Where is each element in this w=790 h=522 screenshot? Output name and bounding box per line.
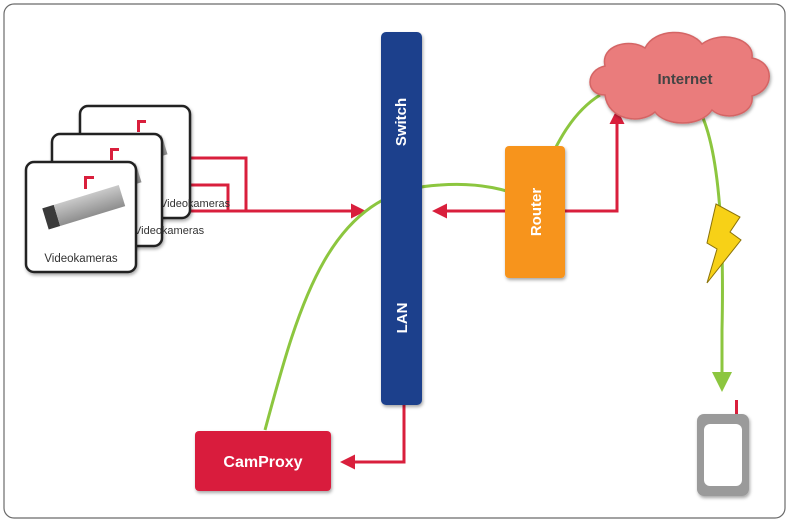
router-to-internet-arrow [565, 109, 625, 213]
router-label: Router [528, 188, 545, 236]
router-box [505, 146, 565, 278]
video-camera-icon [42, 185, 126, 230]
internet-label: Internet [657, 71, 712, 88]
camera-label-back: Videokameras [160, 198, 231, 210]
mobile-phone-icon [697, 400, 749, 496]
lightning-icon [706, 203, 742, 284]
switch-to-camproxy-arrow [340, 405, 406, 470]
phone-arrowhead [712, 372, 732, 392]
lan-label: LAN [394, 303, 411, 334]
camera-label-middle: Videokameras [134, 225, 205, 237]
camera-label-front: Videokameras [44, 253, 118, 265]
camera-card-front: Videokameras [24, 160, 138, 274]
switch-lan-bar [381, 32, 422, 405]
switch-label: Switch [393, 98, 410, 146]
camproxy-label: CamProxy [223, 454, 302, 471]
camproxy-box [195, 431, 331, 491]
cloud-icon [589, 31, 770, 124]
